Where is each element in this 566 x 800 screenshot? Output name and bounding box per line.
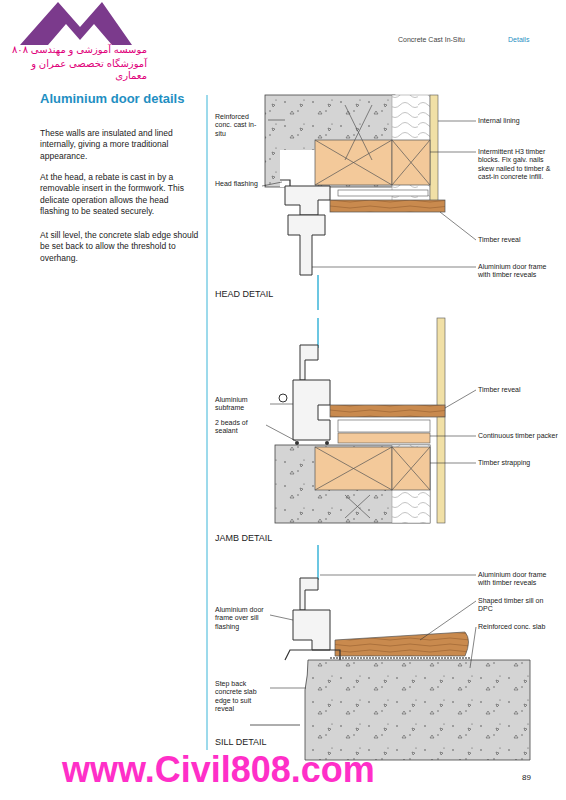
part-label: Head flashing — [215, 180, 261, 188]
logo-text: موسسه آموزشی و مهندسی ۸۰۸ — [2, 44, 147, 56]
body-text: At the head, a rebate is cast in by a re… — [40, 172, 200, 218]
running-head: Concrete Cast In-Situ — [398, 36, 465, 44]
page-title: Aluminium door details — [40, 91, 210, 107]
body-text: At sill level, the concrete slab edge sh… — [40, 230, 200, 264]
body-text: These walls are insulated and lined inte… — [40, 128, 200, 162]
part-label: 2 beads of sealant — [215, 419, 265, 436]
part-label: Aluminium door frame over sill flashing — [215, 606, 269, 631]
detail-title: JAMB DETAIL — [215, 533, 272, 544]
part-label: Aluminium door frame with timber reveals — [478, 571, 560, 588]
part-label: Timber reveal — [478, 236, 558, 244]
part-label: Continuous timber packer — [478, 432, 558, 440]
part-label: Shaped timber sill on DPC — [478, 597, 558, 614]
part-label: Step back concrete slab edge to suit rev… — [215, 680, 269, 714]
part-label: Intermittent H3 timber blocks. Fix galv.… — [478, 148, 560, 182]
part-label: Internal lining — [478, 117, 558, 125]
part-label: Reinforced conc. cast in-situ — [215, 113, 267, 138]
part-label: Aluminium door frame with timber reveals — [478, 263, 560, 280]
running-head: Details — [508, 36, 529, 44]
page-number: 89 — [522, 773, 531, 783]
logo — [20, 2, 132, 45]
logo-text: آموزشگاه تخصصی عمران و معماری — [2, 58, 147, 82]
part-label: Timber reveal — [478, 386, 558, 394]
detail-title: SILL DETAIL — [215, 737, 267, 748]
part-label: Aluminium subframe — [215, 396, 269, 413]
part-label: Timber strapping — [478, 459, 558, 467]
watermark: www.Civil808.com — [62, 752, 375, 788]
detail-title: HEAD DETAIL — [215, 289, 273, 300]
part-label: Reinforced conc. slab — [478, 623, 558, 631]
